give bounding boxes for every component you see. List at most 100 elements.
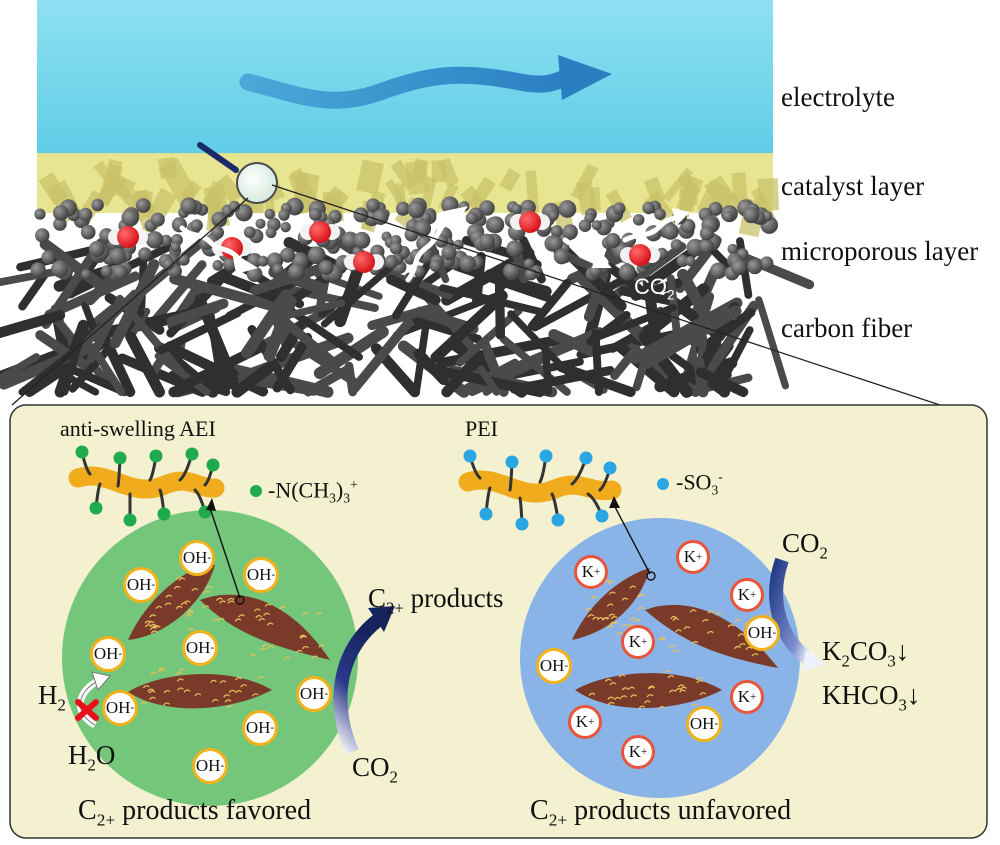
- ligand-strand: [609, 682, 617, 686]
- label-carbon-fiber: carbon fiber: [781, 313, 913, 343]
- charged-group: [149, 449, 163, 463]
- h2-label: H2: [38, 680, 66, 715]
- oh-ion: OH-: [102, 690, 138, 726]
- ligand-strand: [258, 618, 266, 622]
- carbon-particle: [121, 208, 140, 227]
- ligand-strand: [178, 668, 186, 672]
- ligand-strand: [621, 687, 629, 691]
- carbon-particle: [407, 200, 426, 219]
- oh-ion: OH-: [242, 710, 278, 746]
- charged-group: [603, 461, 617, 475]
- catalyst-flake: [576, 180, 597, 216]
- ligand-strand: [187, 627, 195, 632]
- left-pointer-head: [206, 498, 216, 511]
- ligand-strand: [186, 611, 194, 615]
- carbon-particle: [190, 219, 203, 232]
- catalyst-flake: [356, 159, 384, 195]
- carbon-particle: [547, 236, 563, 252]
- right-co2-label: CO2: [782, 528, 828, 563]
- ligand-strand: [609, 621, 617, 625]
- co2-molecules: [108, 211, 660, 273]
- carbon-fiber: [61, 329, 86, 396]
- ligand-strand: [150, 630, 158, 634]
- carbon-fiber: [169, 273, 296, 317]
- carbon-particle: [138, 247, 152, 261]
- carbon-particle: [211, 211, 228, 228]
- carbon-particle: [150, 212, 165, 227]
- carbon-fiber: [441, 356, 480, 398]
- left-catalyst-flakes: [128, 564, 330, 709]
- ligand-strand: [264, 603, 272, 607]
- carbon-particle: [710, 262, 727, 279]
- carbon-fiber: [157, 309, 242, 355]
- right-ionomer-groups: [463, 449, 617, 531]
- left-caption: C2+ products favored: [78, 795, 312, 830]
- charged-group: [206, 458, 220, 472]
- ligand-strand: [226, 705, 233, 709]
- ligand-strand: [175, 672, 183, 676]
- carbon-particle: [550, 225, 563, 238]
- k-ion: K+: [621, 735, 655, 769]
- carbon-particle: [35, 228, 50, 243]
- right-co2-carbonate-arrow: [769, 557, 815, 666]
- carbon-fiber: [272, 332, 313, 393]
- ligand-strand: [691, 703, 699, 707]
- ligand-strand: [643, 700, 651, 704]
- charged-group: [157, 507, 171, 521]
- carbon-particle: [747, 258, 763, 275]
- ligand-strand: [607, 696, 615, 700]
- carbon-particle: [246, 266, 263, 283]
- catalyst-flake: [180, 179, 202, 203]
- carbon-fiber: [695, 367, 749, 398]
- k-ion: K+: [730, 680, 764, 714]
- ligand-strand: [679, 689, 686, 693]
- ligand-strand: [223, 694, 231, 698]
- carbon-particle: [162, 258, 175, 271]
- carbon-fiber: [241, 289, 292, 359]
- carbon-fiber: [125, 331, 166, 398]
- flow-arrow-head: [558, 55, 612, 100]
- catalyst-flake: [662, 167, 694, 202]
- right-group-label: -SO3-: [676, 469, 723, 498]
- ligand-strand: [165, 594, 173, 598]
- ligand-strand: [637, 606, 645, 611]
- ligand-strand: [672, 649, 680, 653]
- k-ion: K+: [621, 625, 655, 659]
- co2-diffusion-arrows: [179, 213, 683, 283]
- carbon-particle: [265, 227, 277, 239]
- ligand-strand: [155, 605, 163, 610]
- carbon-particle: [308, 208, 322, 221]
- left-ionomer-groups: [75, 445, 220, 527]
- k-ion: K+: [676, 540, 710, 574]
- carbon-particle: [52, 205, 69, 221]
- carbon-fiber: [92, 348, 126, 396]
- ligand-strand: [240, 684, 248, 688]
- carbon-particle: [479, 200, 495, 216]
- carbon-fiber: [755, 296, 790, 390]
- ligand-strand: [209, 679, 217, 684]
- carbon-fiber: [591, 328, 603, 396]
- oh-ion: OH-: [536, 648, 572, 684]
- carbon-particle: [100, 265, 113, 278]
- catalyst-flake: [390, 159, 418, 191]
- ligand-strand: [727, 624, 735, 628]
- zoom-line-right: [271, 184, 941, 406]
- carbon-particle: [389, 241, 403, 255]
- catalyst-flake: [431, 160, 447, 183]
- carbon-particle: [30, 262, 46, 278]
- ligand-strand: [751, 653, 759, 657]
- carbon-particle: [243, 226, 256, 239]
- ligand-strand: [257, 676, 265, 680]
- ligand-strand: [228, 689, 236, 694]
- ligand-strand: [251, 693, 259, 697]
- carbon-fiber: [455, 306, 523, 367]
- ligand-strand: [707, 610, 715, 614]
- carbon-particle: [112, 264, 128, 280]
- ligand-strand: [267, 645, 274, 649]
- ligand-strand: [227, 597, 235, 602]
- ligand-strand: [148, 690, 156, 694]
- carbon-fiber: [477, 365, 501, 396]
- carbon-particle: [562, 224, 578, 240]
- oh-ion: OH-: [123, 567, 159, 603]
- carbon-particle: [548, 210, 559, 221]
